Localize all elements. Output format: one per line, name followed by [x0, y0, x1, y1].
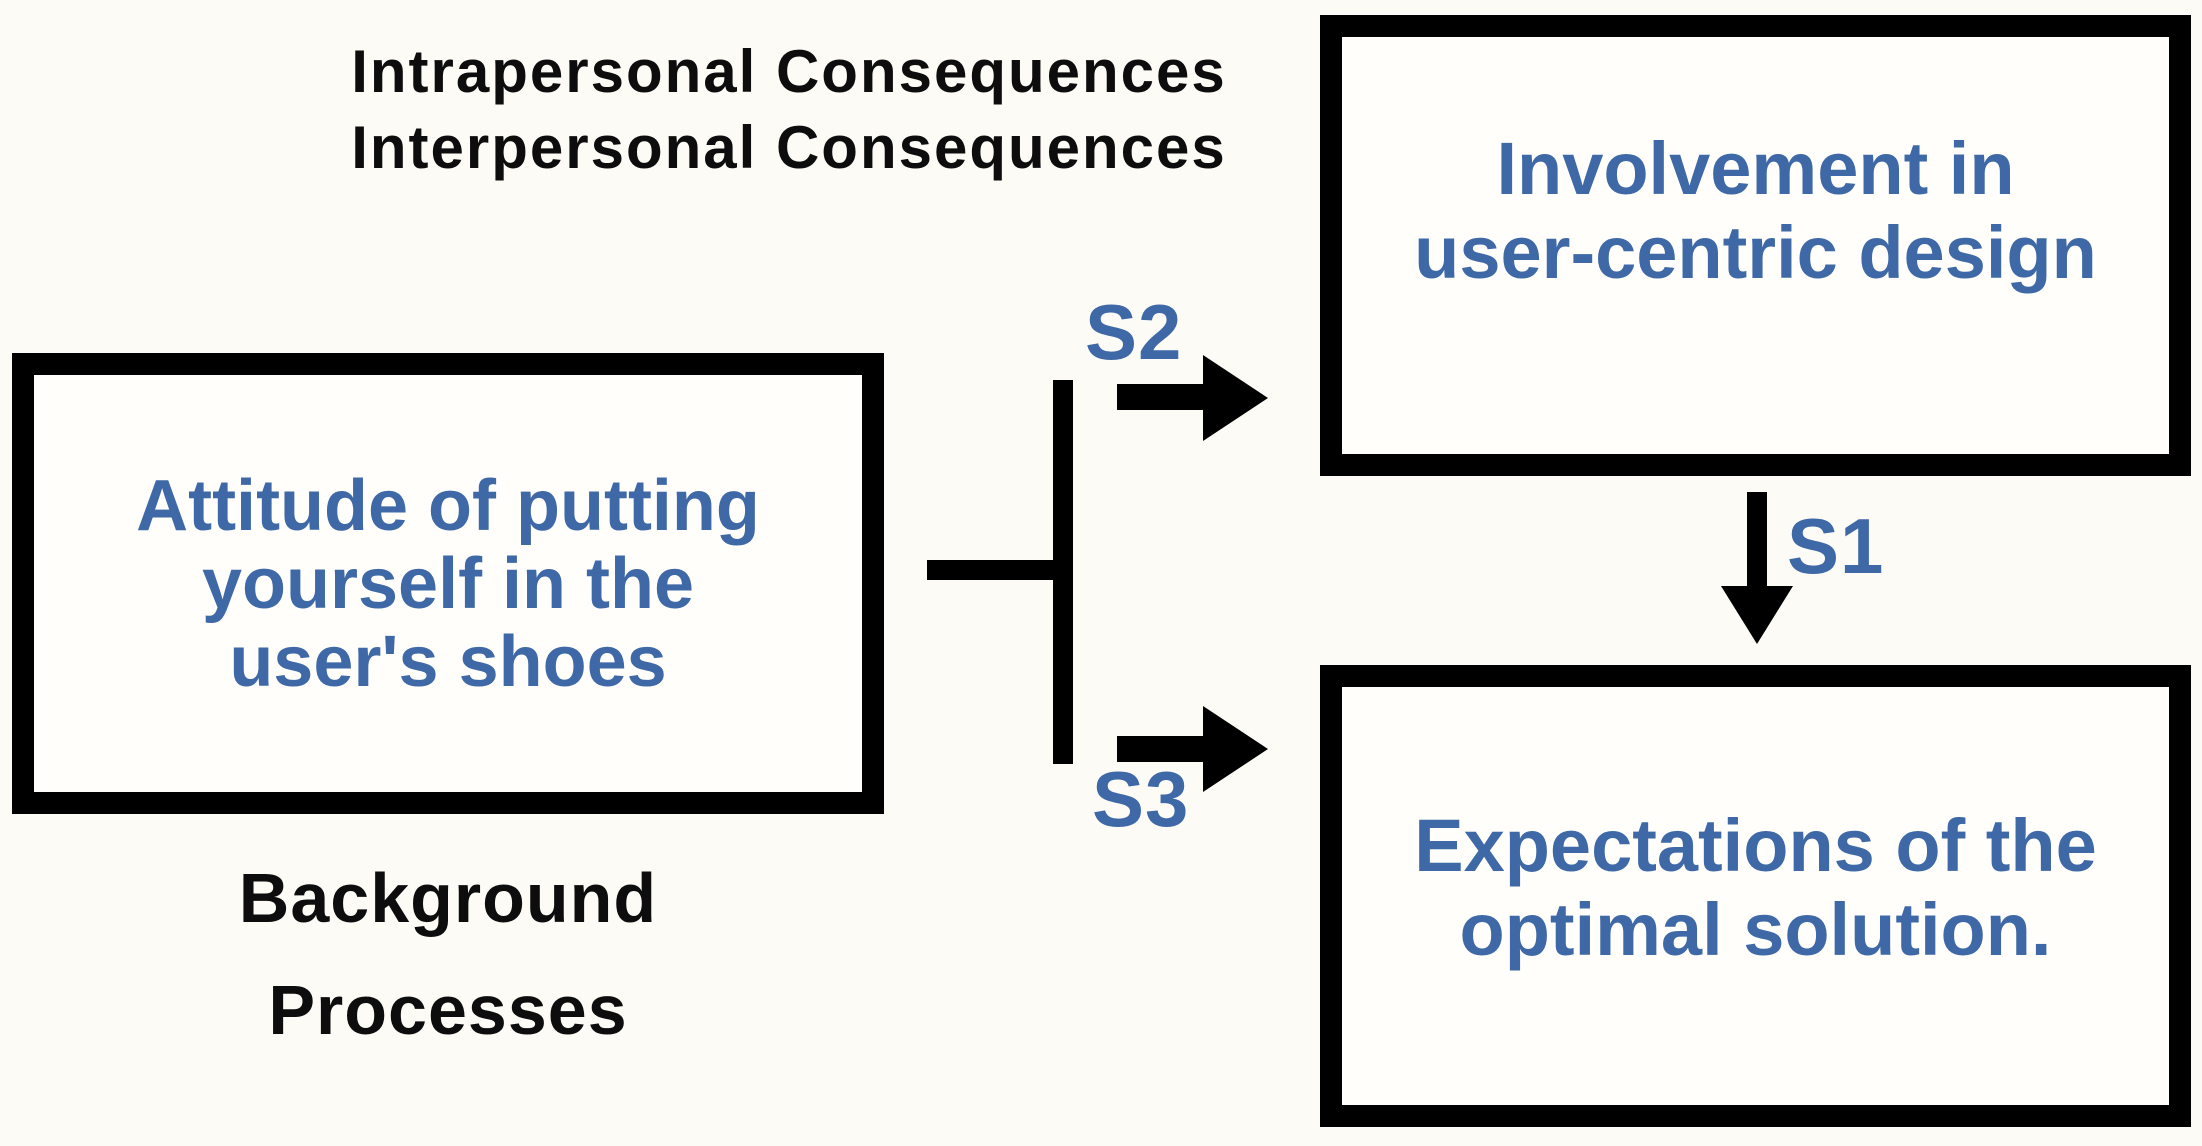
background-processes-label: Background Processes — [12, 842, 884, 1066]
s3-arrow-label: S3 — [1092, 755, 1190, 843]
connector-vertical-bar — [1053, 380, 1073, 764]
interpersonal-consequences-text: Interpersonal Consequences — [351, 114, 1227, 181]
attitude-box-line-1: Attitude of putting — [136, 465, 760, 546]
s3-arrowhead-icon — [1203, 706, 1268, 792]
s2-arrowhead-icon — [1203, 355, 1268, 441]
involvement-box-line-2: user-centric design — [1414, 210, 2097, 294]
intrapersonal-consequences-text: Intrapersonal Consequences — [351, 38, 1227, 105]
expectations-box-line-2: optimal solution. — [1459, 888, 2052, 971]
involvement-box: Involvement in user-centric design — [1320, 15, 2191, 476]
background-processes-line-2: Processes — [268, 971, 628, 1049]
s2-arrow-shaft — [1117, 384, 1205, 410]
attitude-box: Attitude of putting yourself in the user… — [12, 353, 884, 814]
involvement-box-line-1: Involvement in — [1496, 126, 2015, 210]
expectations-box-line-1: Expectations of the — [1414, 804, 2097, 887]
s3-arrow-shaft — [1117, 736, 1205, 762]
connector-horizontal-line — [927, 560, 1063, 580]
s1-arrowhead-icon — [1721, 586, 1793, 644]
background-processes-line-1: Background — [238, 859, 658, 937]
s1-arrow-shaft — [1747, 492, 1767, 587]
expectations-box: Expectations of the optimal solution. — [1320, 665, 2191, 1127]
s1-arrow-label: S1 — [1787, 502, 1885, 590]
consequences-label: Intrapersonal Consequences Interpersonal… — [239, 34, 1339, 186]
s2-arrow-label: S2 — [1085, 288, 1183, 376]
attitude-box-line-2: yourself in the — [201, 543, 695, 624]
attitude-box-line-3: user's shoes — [229, 621, 667, 702]
